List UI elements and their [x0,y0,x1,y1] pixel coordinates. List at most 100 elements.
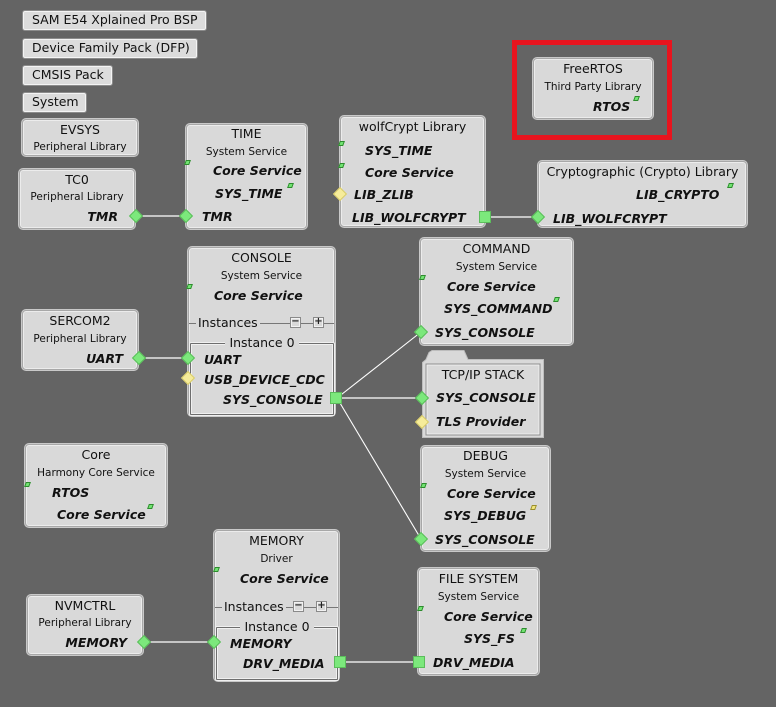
tc0-node[interactable]: TC0 Peripheral Library TMR [19,169,135,229]
node-subtitle: Peripheral Library [33,141,127,153]
crypto-library-node[interactable]: Cryptographic (Crypto) Library LIB_CRYPT… [538,161,747,227]
capability-drv-media: DRV_MEDIA [433,655,515,670]
capability-lib-wolfcrypt: LIB_WOLFCRYPT [553,211,667,226]
node-title: TC0 [65,172,89,187]
node-subtitle: System Service [220,270,303,282]
capability-sys-console: SYS_CONSOLE [223,392,323,407]
freertos-node[interactable]: FreeRTOS Third Party Library RTOS [533,58,653,119]
capability-core-service: Core Service [213,163,302,178]
instances-label: Instances [222,599,286,614]
capability-rtos: RTOS [52,485,90,500]
system-component-button[interactable]: System [22,92,87,113]
capability-rtos: RTOS [593,99,631,114]
node-title: NVMCTRL [54,598,116,613]
capability-memory: MEMORY [230,636,292,651]
capability-sys-console: SYS_CONSOLE [436,390,536,405]
add-instance-button[interactable]: + [313,316,324,328]
wire-console-to-debug[interactable] [336,397,422,540]
capability-core-service: Core Service [214,288,303,303]
instances-row: Instances − + [215,599,338,614]
capability-lib-crypto: LIB_CRYPTO [636,187,720,202]
capability-uart: UART [204,352,241,367]
node-title: EVSYS [60,122,100,137]
capability-sys-time: SYS_TIME [215,186,283,201]
node-subtitle: System Service [205,146,288,158]
capability-lib-wolfcrypt: LIB_WOLFCRYPT [352,210,466,225]
node-title: Cryptographic (Crypto) Library [546,164,739,179]
console-sys-console-connector-icon[interactable] [330,392,342,404]
bsp-component-button[interactable]: SAM E54 Xplained Pro BSP [22,10,207,31]
instance-0-frame[interactable]: Instance 0 MEMORY DRV_MEDIA [216,619,338,680]
command-node[interactable]: COMMAND System Service Core Service SYS_… [420,238,573,345]
capability-core-service: Core Service [240,571,329,586]
core-node[interactable]: Core Harmony Core Service RTOS Core Serv… [25,444,167,527]
node-subtitle: Harmony Core Service [37,467,155,479]
node-title: COMMAND [462,241,531,256]
capability-lib-zlib: LIB_ZLIB [354,187,414,202]
capability-tls-provider: TLS Provider [436,414,526,429]
capability-sys-time: SYS_TIME [365,143,433,158]
capability-sys-console: SYS_CONSOLE [435,325,535,340]
instance-0-label: Instance 0 [191,335,333,350]
capability-core-service: Core Service [447,279,536,294]
node-title: FreeRTOS [563,61,623,76]
time-node[interactable]: TIME System Service Core Service SYS_TIM… [186,124,307,229]
node-title: wolfCrypt Library [358,119,467,134]
nvmctrl-node[interactable]: NVMCTRL Peripheral Library MEMORY [27,595,143,655]
memory-drv-media-connector-icon[interactable] [334,656,346,668]
memory-driver-node[interactable]: MEMORY Driver Core Service Instances − +… [214,530,339,681]
node-subtitle: System Service [444,468,527,480]
capability-sys-fs: SYS_FS [464,631,515,646]
file-system-drv-media-connector-icon[interactable] [413,656,425,668]
capability-sys-console: SYS_CONSOLE [435,532,535,547]
dfp-component-button[interactable]: Device Family Pack (DFP) [22,38,198,59]
capability-drv-media: DRV_MEDIA [243,656,325,671]
cmsis-pack-component-button[interactable]: CMSIS Pack [22,65,113,86]
node-title: TIME [231,126,262,141]
capability-sys-command: SYS_COMMAND [444,301,553,316]
node-title: MEMORY [249,533,304,548]
group-folder-frame [422,350,544,438]
node-title: CONSOLE [231,250,292,265]
wolfcrypt-library-node[interactable]: wolfCrypt Library SYS_TIME Core Service … [340,116,485,227]
instances-divider [189,323,334,324]
node-subtitle: Third Party Library [544,81,642,93]
instance-0-frame[interactable]: Instance 0 UART USB_DEVICE_CDC SYS_CONSO… [190,335,334,415]
node-title: FILE SYSTEM [438,571,519,586]
file-system-node[interactable]: FILE SYSTEM System Service Core Service … [418,568,539,675]
node-subtitle: System Service [437,591,520,603]
node-title: SERCOM2 [49,313,111,328]
capability-core-service: Core Service [57,507,146,522]
node-title: Core [81,447,111,462]
evsys-node[interactable]: EVSYS Peripheral Library [22,119,138,156]
remove-instance-button[interactable]: − [293,600,304,612]
capability-core-service: Core Service [447,486,536,501]
remove-instance-button[interactable]: − [290,316,301,328]
node-title: DEBUG [463,448,508,463]
node-subtitle: System Service [455,261,538,273]
capability-core-service: Core Service [444,609,533,624]
instances-row: Instances − + [189,315,334,330]
node-subtitle: Peripheral Library [33,333,127,345]
node-subtitle: Driver [260,553,293,565]
capability-sys-debug: SYS_DEBUG [444,508,527,523]
instance-0-label: Instance 0 [217,619,337,634]
node-subtitle: Peripheral Library [38,617,132,629]
capability-tmr: TMR [87,209,118,224]
capability-core-service: Core Service [365,165,454,180]
instances-label: Instances [196,315,260,330]
node-title: TCP/IP STACK [441,367,525,382]
capability-tmr: TMR [202,209,233,224]
tcpip-stack-group-node[interactable]: TCP/IP STACK SYS_CONSOLE TLS Provider [422,350,544,438]
node-subtitle: Peripheral Library [30,191,124,203]
capability-usb-device-cdc: USB_DEVICE_CDC [204,372,325,387]
capability-memory: MEMORY [65,635,127,650]
console-node[interactable]: CONSOLE System Service Core Service Inst… [188,247,335,416]
add-instance-button[interactable]: + [316,600,327,612]
sercom2-node[interactable]: SERCOM2 Peripheral Library UART [22,310,138,370]
capability-uart: UART [86,351,123,366]
wire-console-to-command[interactable] [336,331,422,399]
debug-node[interactable]: DEBUG System Service Core Service SYS_DE… [421,446,550,551]
wolfcrypt-lib-wolfcrypt-connector-icon[interactable] [479,211,491,223]
